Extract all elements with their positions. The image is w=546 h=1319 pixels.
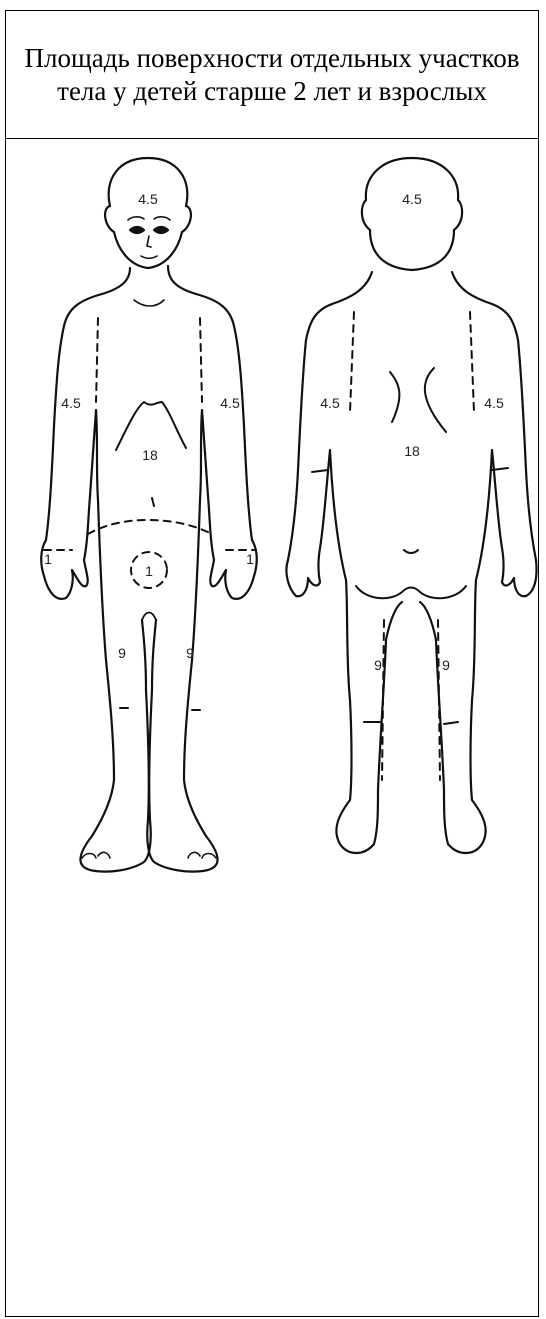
back-elbow-left (312, 470, 328, 472)
front-head-outline (105, 158, 191, 268)
front-body-right (142, 294, 257, 872)
front-hand-right-value: 1 (246, 551, 254, 567)
front-waist-boundary (88, 520, 212, 534)
front-torso-value: 18 (142, 447, 158, 463)
front-navel (152, 498, 154, 506)
front-figure (41, 158, 257, 872)
front-genitals-value: 1 (145, 563, 153, 579)
front-foot-left-toes (82, 852, 110, 858)
page-title: Площадь поверхности отдельных участков т… (16, 42, 528, 108)
back-lower-back-mark (404, 550, 418, 553)
back-leg-left-value: 9 (374, 657, 382, 673)
back-head-value: 4.5 (402, 191, 422, 207)
back-shoulder-blade-left (390, 372, 399, 422)
front-hand-left-value: 1 (44, 551, 52, 567)
header-cell: Площадь поверхности отдельных участков т… (6, 11, 538, 139)
front-chest-chevron (116, 402, 186, 450)
front-right-eye (154, 227, 168, 233)
front-right-brow (154, 217, 170, 220)
body-surface-diagram: 4.5 4.5 4.5 18 1 1 1 9 9 4.5 4.5 4.5 18 … (6, 140, 538, 900)
back-shoulder-boundary-right (470, 312, 474, 412)
back-arm-left-value: 4.5 (320, 395, 340, 411)
front-left-brow (128, 217, 144, 220)
front-mouth (141, 256, 157, 258)
back-body-right (452, 272, 536, 560)
body-figures-svg: 4.5 4.5 4.5 18 1 1 1 9 9 4.5 4.5 4.5 18 … (6, 140, 538, 900)
front-neck-line (134, 300, 164, 306)
front-leg-right-value: 9 (186, 645, 194, 661)
front-leg-left-value: 9 (118, 645, 126, 661)
back-torso-value: 18 (404, 443, 420, 459)
front-left-eye (130, 227, 144, 233)
front-body-left (41, 294, 156, 872)
back-head-outline (362, 158, 462, 270)
front-foot-right-toes (188, 852, 216, 858)
front-shoulder-boundary-left (96, 318, 98, 402)
back-shoulder-blade-right (425, 368, 446, 432)
back-leg-right-value: 9 (442, 657, 450, 673)
back-body-left (286, 272, 402, 853)
back-figure (286, 158, 536, 853)
front-arm-left-value: 4.5 (61, 395, 81, 411)
back-shoulder-boundary-left (350, 312, 354, 412)
front-neck-right (168, 266, 196, 294)
front-nose (147, 236, 151, 247)
front-head-value: 4.5 (138, 191, 158, 207)
front-arm-right-value: 4.5 (220, 395, 240, 411)
table-frame: Площадь поверхности отдельных участков т… (5, 10, 539, 1317)
back-leg-boundary-left (382, 620, 384, 780)
front-shoulder-boundary-right (200, 318, 202, 402)
back-leg-boundary-right (438, 620, 440, 780)
back-arm-right-value: 4.5 (484, 395, 504, 411)
front-neck-left (102, 268, 130, 294)
back-buttocks (356, 586, 466, 598)
front-crotch (142, 613, 156, 621)
back-knee-right (444, 722, 458, 724)
